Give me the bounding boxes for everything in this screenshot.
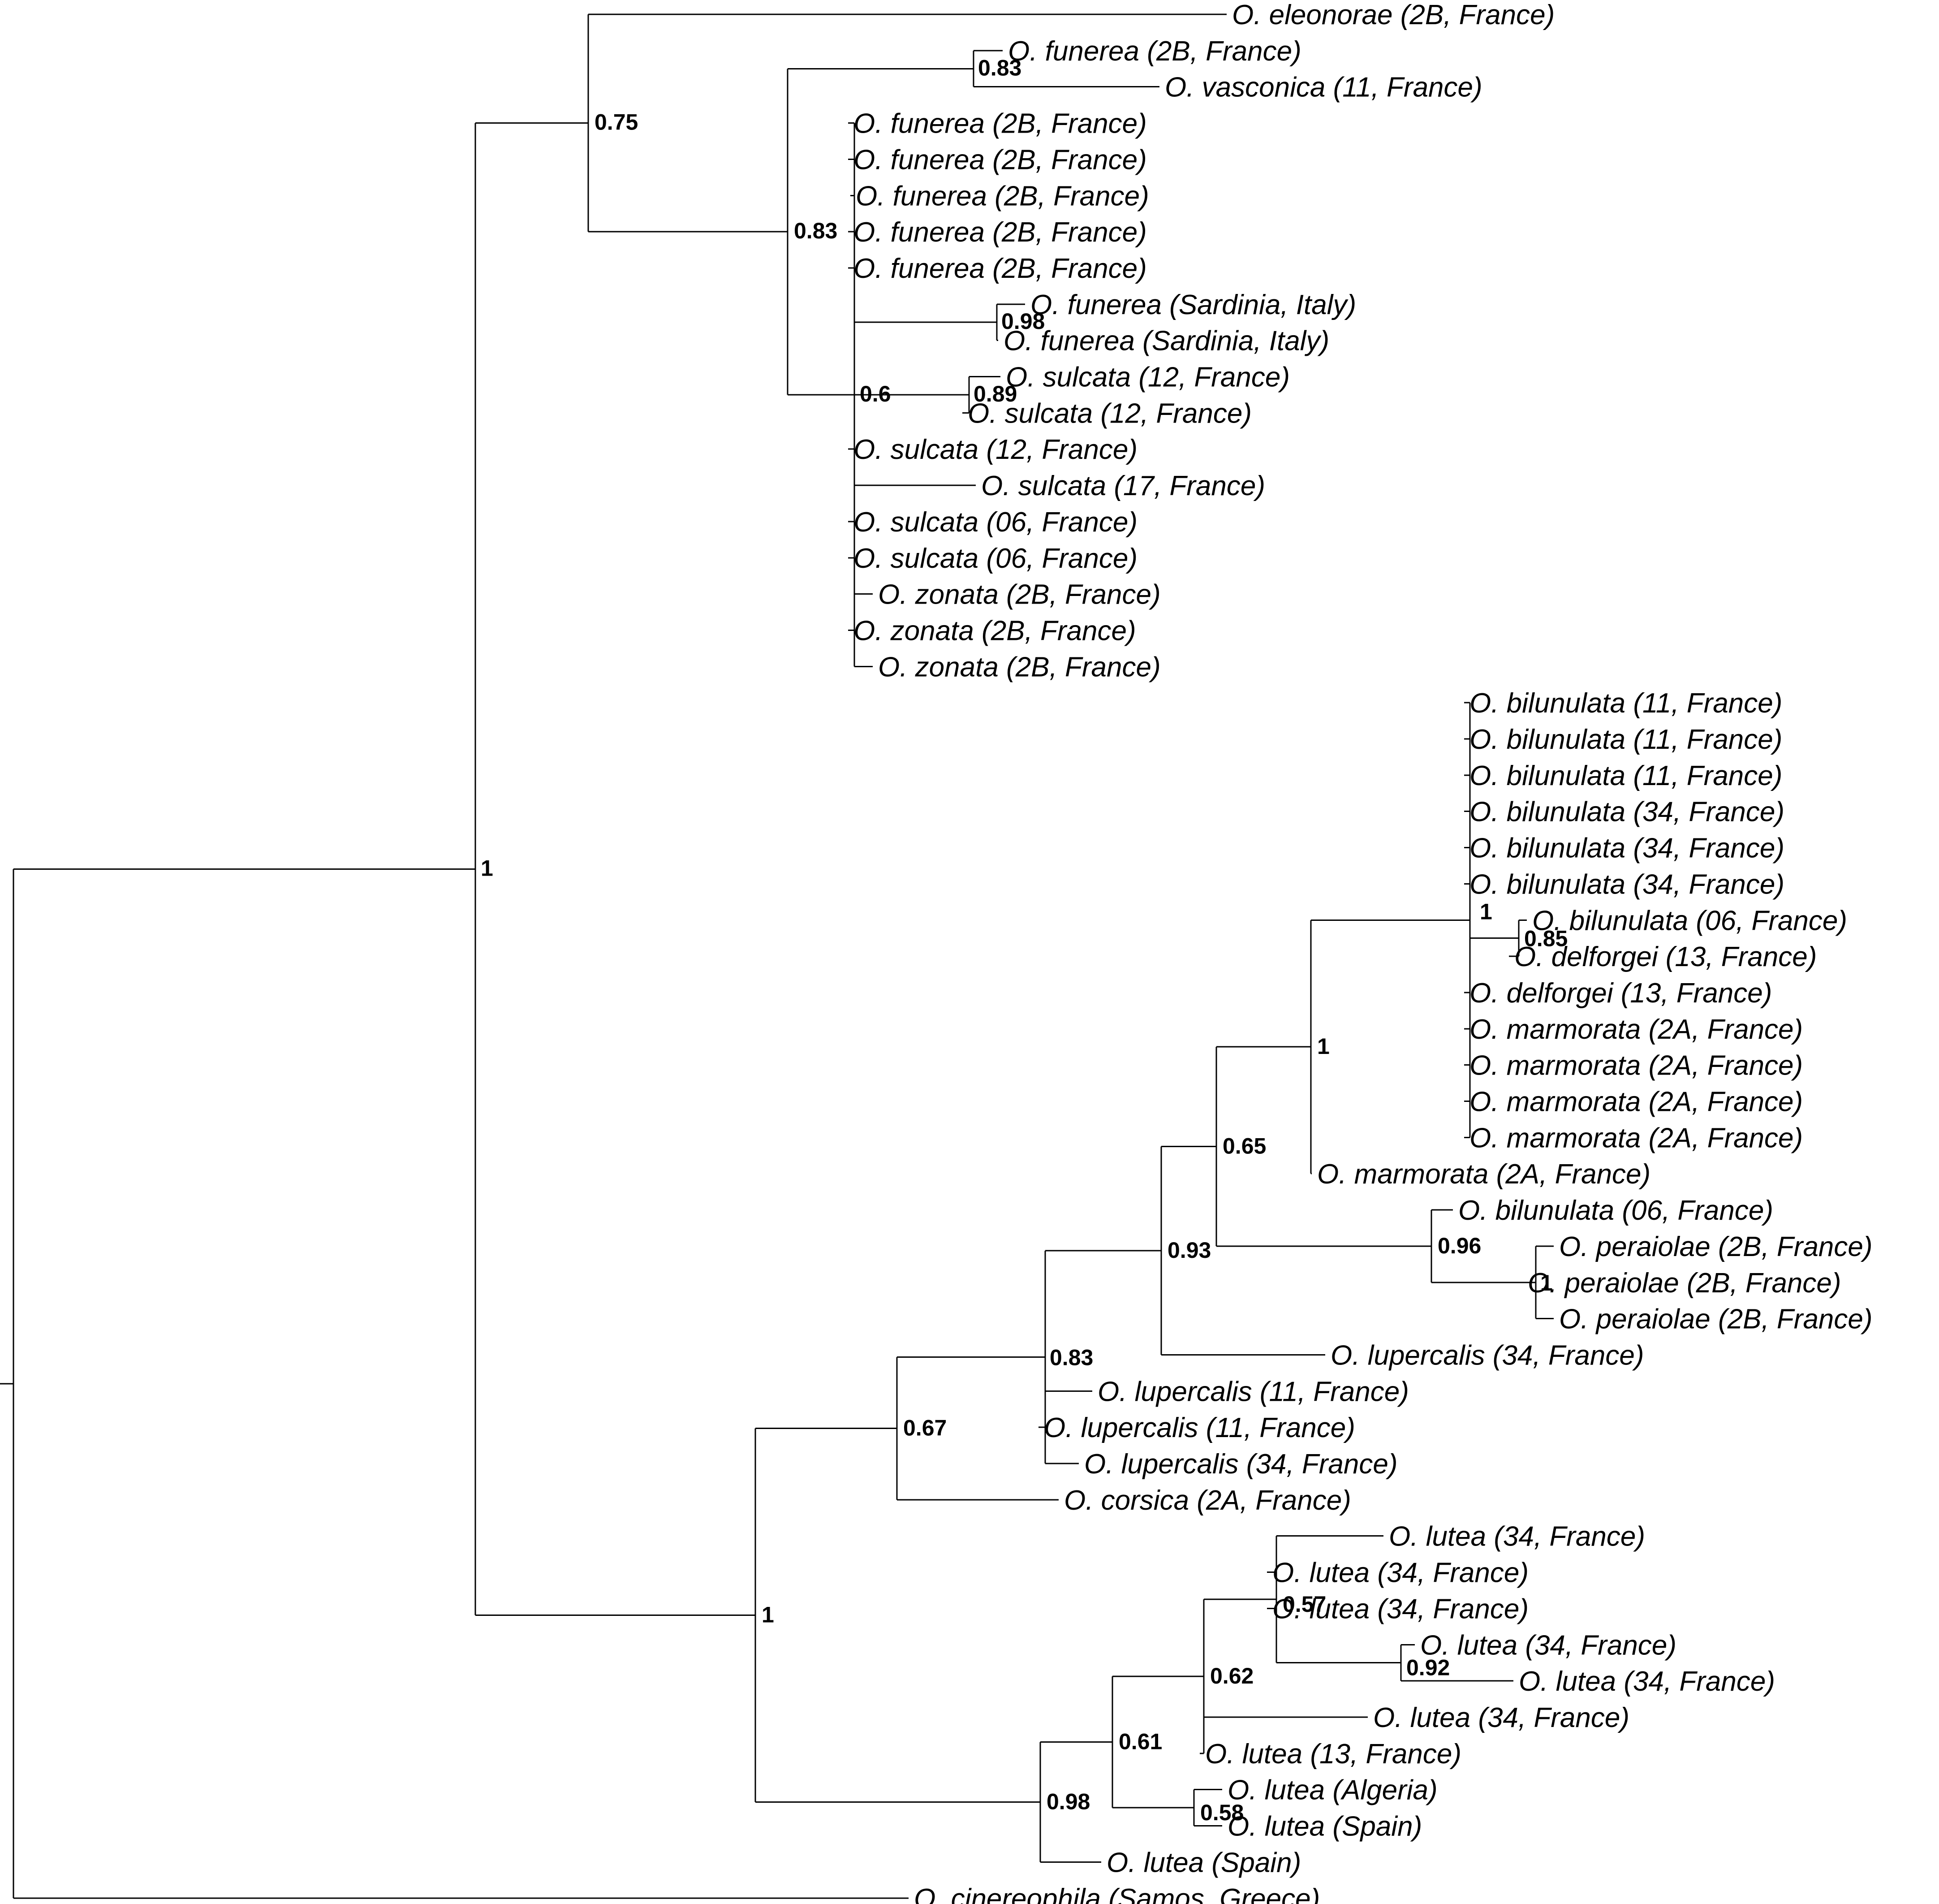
support-value-clade-lutea: 0.98 <box>1047 1789 1090 1814</box>
tip-label: O. lutea (34, France) <box>1420 1630 1676 1661</box>
tip-label: O. peraiolae (2B, France) <box>1528 1268 1841 1299</box>
tip-label: O. sulcata (12, France) <box>853 434 1138 465</box>
tip-label: O. lupercalis (11, France) <box>1044 1412 1355 1443</box>
support-value-clade-peraiolae-bilunulata: 0.96 <box>1438 1233 1481 1258</box>
support-value-lutea-inner: 0.62 <box>1210 1663 1254 1688</box>
tip-label: O. lupercalis (11, France) <box>1098 1376 1409 1407</box>
tip-label: O. lutea (34, France) <box>1272 1558 1529 1589</box>
tip-label: O. delforgei (13, France) <box>1514 941 1817 972</box>
support-value-clade-bilunulata-peraiolae: 0.65 <box>1223 1134 1266 1159</box>
tip-label: O. marmorata (2A, France) <box>1469 1014 1803 1045</box>
support-value-subclade-sulcata: 0.6 <box>860 381 891 406</box>
tip-label: O. vasconica (11, France) <box>1165 72 1482 103</box>
tip-label: O. bilunulata (06, France) <box>1458 1195 1773 1226</box>
support-value-clade-lupercalis-lutea: 1 <box>762 1602 774 1628</box>
tip-label: O. marmorata (2A, France) <box>1469 1050 1803 1081</box>
tip-label: O. lutea (34, France) <box>1519 1666 1775 1697</box>
tip-label: O. bilunulata (11, France) <box>1469 688 1782 719</box>
tip-label: O. marmorata (2A, France) <box>1317 1159 1650 1190</box>
support-value-clade-bilunulata-marmorata: 1 <box>1317 1034 1330 1059</box>
tip-label: O. bilunulata (11, France) <box>1469 724 1782 755</box>
tip-label: O. sulcata (17, France) <box>981 471 1265 501</box>
tip-label: O. marmorata (2A, France) <box>1469 1123 1803 1153</box>
support-value-funerea-sardinia: 0.98 <box>1001 309 1045 334</box>
support-value-lutea-subclade: 0.61 <box>1119 1729 1162 1754</box>
tip-labels: O. eleonorae (2B, France) O. funerea (2B,… <box>853 0 1873 1904</box>
tip-label: O. funerea (2B, France) <box>853 108 1147 139</box>
tip-label: O. funerea (Sardinia, Italy) <box>1030 289 1356 320</box>
tip-label: O. lutea (34, France) <box>1373 1702 1629 1733</box>
tip-label: O. corsica (2A, France) <box>1064 1485 1351 1516</box>
tip-label: O. bilunulata (34, France) <box>1469 797 1784 828</box>
tip-label: O. zonata (2B, France) <box>853 615 1136 646</box>
tip-label: O. funerea (2B, France) <box>856 181 1149 212</box>
tip-label: O. delforgei (13, France) <box>1469 978 1772 1009</box>
tip-label: O. lutea (34, France) <box>1272 1593 1529 1624</box>
support-value-clade-eleonorae: 0.75 <box>595 110 638 135</box>
tip-label: O. sulcata (06, France) <box>853 543 1138 574</box>
tip-label: O. lutea (Spain) <box>1107 1847 1301 1878</box>
tree-branches <box>0 13 1554 1899</box>
tip-label: O. sulcata (12, France) <box>1006 362 1290 393</box>
support-value-sulcata-pair: 0.89 <box>974 381 1017 406</box>
tip-label: O. lutea (Algeria) <box>1228 1775 1438 1806</box>
support-value-clade-bilunulata-group: 0.93 <box>1168 1238 1211 1263</box>
tip-label: O. funerea (2B, France) <box>853 144 1147 175</box>
tip-label: O. peraiolae (2B, France) <box>1559 1231 1873 1262</box>
tip-label: O. funerea (Sardinia, Italy) <box>1004 326 1329 357</box>
tip-label: O. peraiolae (2B, France) <box>1559 1304 1873 1335</box>
tip-label: O. bilunulata (34, France) <box>1469 833 1784 864</box>
support-value-lutea-algeria-spain: 0.58 <box>1200 1800 1244 1825</box>
tip-label: O. sulcata (06, France) <box>853 507 1138 538</box>
tip-label: O. lutea (Spain) <box>1228 1811 1422 1842</box>
tip-label: O. bilunulata (06, France) <box>1532 905 1847 936</box>
support-value-clade-bilunulata-inner: 1 <box>1480 899 1492 924</box>
tip-label: O. zonata (2B, France) <box>878 652 1161 682</box>
tip-label: O. eleonorae (2B, France) <box>1232 0 1555 30</box>
support-value-clade-funerea: 0.83 <box>794 218 837 243</box>
support-value-lutea-pair2: 0.92 <box>1406 1655 1450 1680</box>
support-value-peraiolae-group: 1 <box>1540 1270 1553 1295</box>
tip-label: O. lutea (13, France) <box>1205 1739 1461 1770</box>
support-value-funerea-vasconica: 0.83 <box>978 55 1021 80</box>
tip-label: O. funerea (2B, France) <box>1008 36 1301 67</box>
tip-label: O. zonata (2B, France) <box>878 579 1161 610</box>
tip-label: O. funerea (2B, France) <box>853 217 1147 248</box>
tip-label: O. cinereophila (Samos, Greece) <box>914 1883 1320 1904</box>
support-value-bilunulata-delforgei: 0.85 <box>1524 926 1568 951</box>
support-values: 0.83 0.98 0.89 0.6 0.83 0.75 0.85 1 1 1 0.96 0.65 0.… <box>481 55 1568 1825</box>
tip-label: O. bilunulata (34, France) <box>1469 869 1784 900</box>
tip-label: O. sulcata (12, France) <box>968 398 1252 429</box>
tip-label: O. marmorata (2A, France) <box>1469 1087 1803 1118</box>
tip-label: O. funerea (2B, France) <box>853 253 1147 284</box>
tip-label: O. lupercalis (34, France) <box>1084 1449 1397 1480</box>
tip-label: O. lutea (34, France) <box>1389 1521 1645 1552</box>
tip-label: O. lupercalis (34, France) <box>1331 1340 1644 1371</box>
tip-label: O. bilunulata (11, France) <box>1469 760 1782 791</box>
support-value-clade-lupercalis: 0.83 <box>1050 1345 1093 1370</box>
support-value-root-ingroup: 1 <box>481 856 493 881</box>
support-value-clade-lupercalis-corsica: 0.67 <box>903 1416 947 1441</box>
support-value-lutea-pair: 0.57 <box>1283 1592 1326 1617</box>
